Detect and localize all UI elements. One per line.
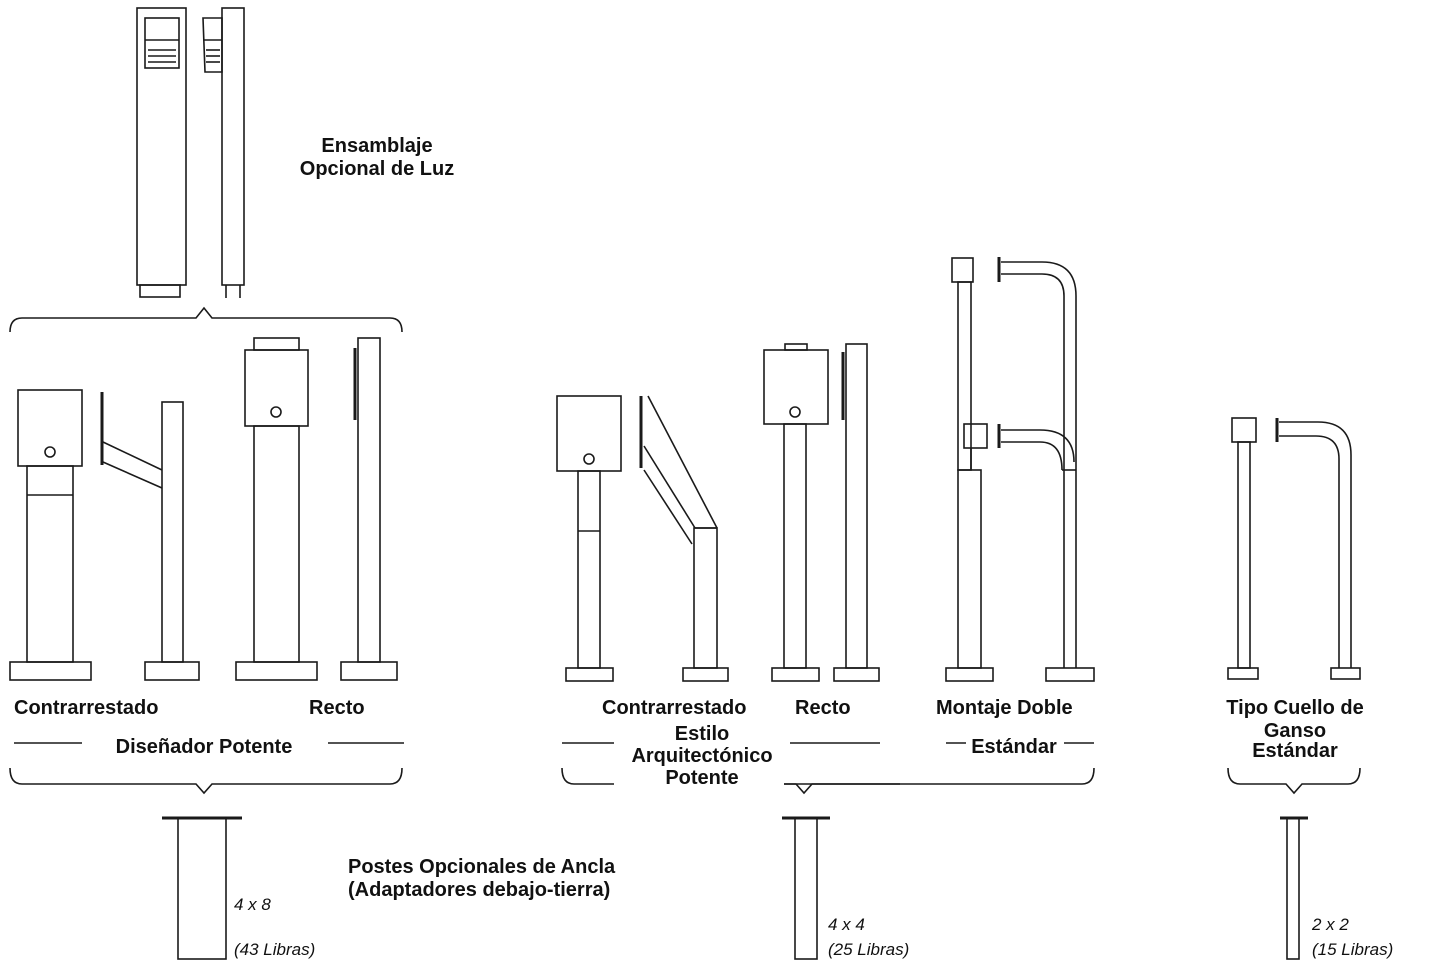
dual-mount-front: [945, 257, 994, 682]
anchor-post-4x4: [782, 816, 830, 960]
gooseneck-label-2: Ganso: [1264, 720, 1326, 742]
designer-group-label: Diseñador Potente: [116, 736, 293, 758]
arch-straight-side: [833, 343, 880, 682]
anchor-2x2-size: 2 x 2: [1311, 915, 1349, 934]
standard-label: Estándar: [971, 736, 1057, 758]
arch-offset-front: [556, 395, 622, 682]
anchor-label-1: Postes Opcionales de Ancla: [348, 856, 616, 878]
light-assembly-label-1: Ensamblaje: [321, 135, 432, 157]
anchor-2x2-weight: (15 Libras): [1312, 940, 1393, 959]
designer-bottom-brace: [9, 767, 403, 795]
anchor-4x4-size: 4 x 4: [828, 915, 865, 934]
arch-offset-label: Contrarrestado: [602, 697, 746, 719]
gooseneck-front: [1227, 417, 1259, 680]
top-brace: [9, 306, 403, 333]
gooseneck-label-1: Tipo Cuello de: [1226, 697, 1363, 719]
gooseneck-side: [1275, 418, 1361, 680]
designer-offset-side: [100, 392, 200, 681]
anchor-4x4-weight: (25 Libras): [828, 940, 909, 959]
dual-mount-label: Montaje Doble: [936, 697, 1073, 719]
designer-offset-front: [9, 389, 92, 681]
gooseneck-bottom-brace: [1227, 767, 1361, 795]
dual-mount-side: [997, 257, 1095, 682]
light-assembly-front: [136, 7, 187, 298]
light-assembly-label-2: Opcional de Luz: [300, 158, 454, 180]
arch-group-label-2: Arquitectónico: [631, 745, 772, 767]
anchor-post-4x8: [162, 816, 242, 960]
arch-group-label-1: Estilo: [675, 723, 729, 745]
anchor-4x8-size: 4 x 8: [234, 895, 271, 914]
arch-offset-side: [639, 395, 729, 682]
arch-bottom-brace: [561, 767, 1095, 795]
gooseneck-label-3: Estándar: [1252, 740, 1338, 762]
arch-straight-label: Recto: [795, 697, 851, 719]
anchor-label-2: (Adaptadores debajo-tierra): [348, 879, 610, 901]
designer-straight-label: Recto: [309, 697, 365, 719]
arch-straight-front: [763, 343, 829, 682]
anchor-4x8-weight: (43 Libras): [234, 940, 315, 959]
designer-straight-side: [340, 337, 398, 681]
arch-group-label-3: Potente: [665, 767, 738, 789]
designer-straight-front: [235, 337, 318, 681]
anchor-post-2x2: [1280, 816, 1308, 960]
light-assembly-side: [202, 7, 245, 298]
designer-offset-label: Contrarrestado: [14, 697, 158, 719]
